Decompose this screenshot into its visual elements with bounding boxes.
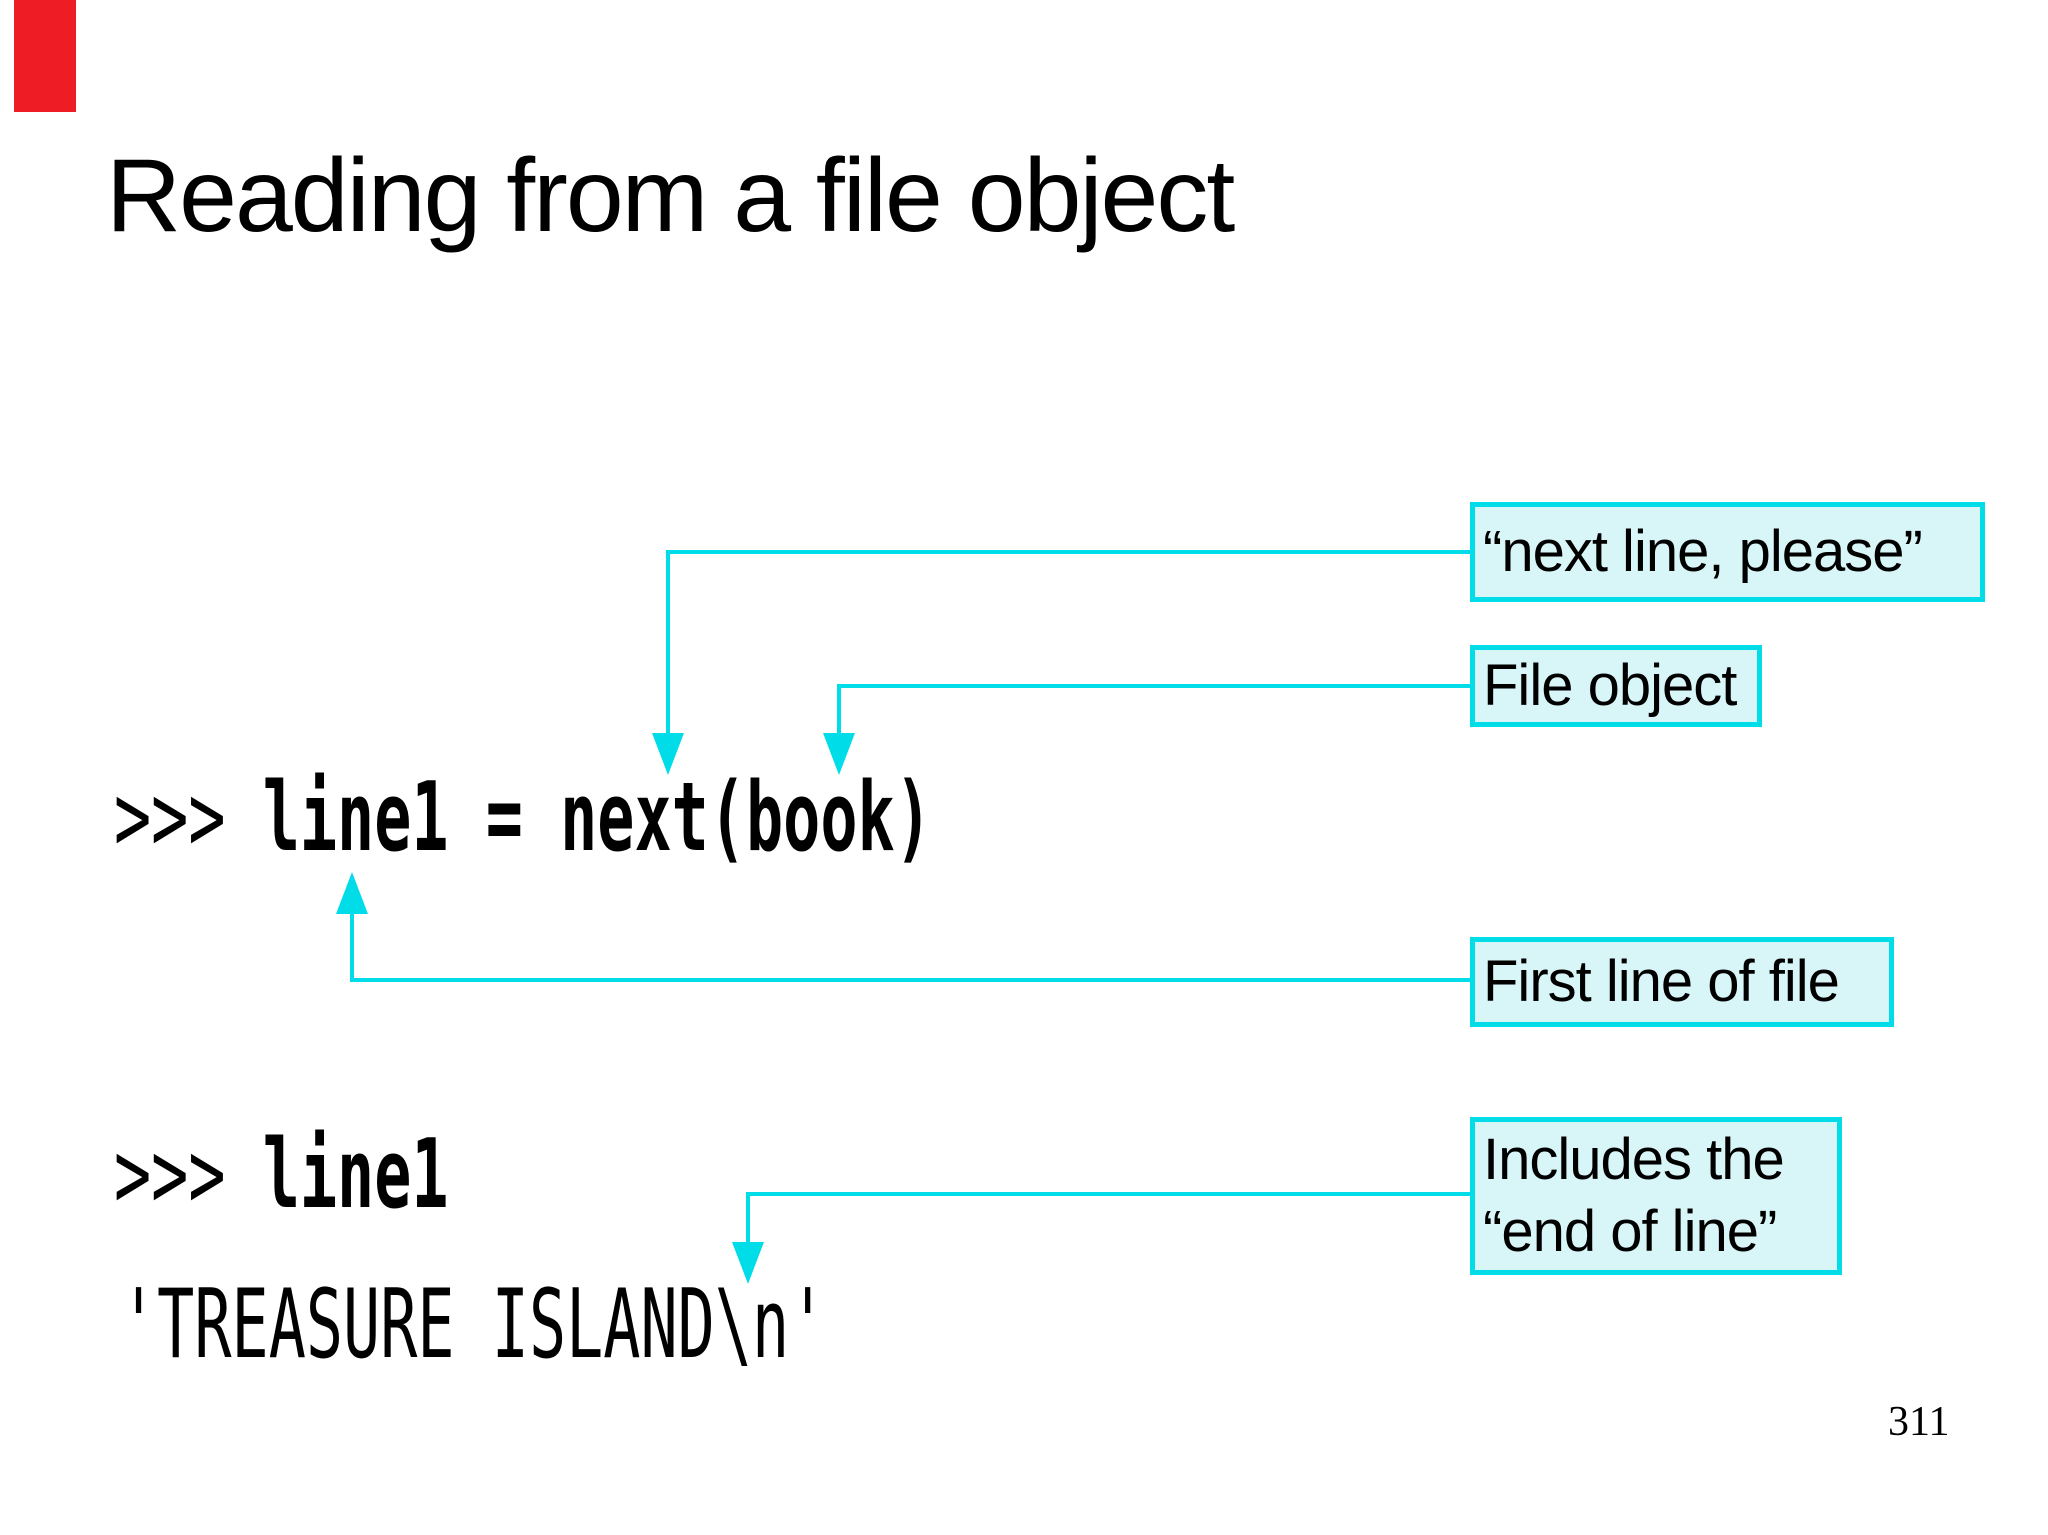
connector-line (666, 550, 1470, 554)
arrowhead-up-icon (336, 872, 368, 914)
arrowhead-down-icon (732, 1242, 764, 1284)
code-line-line1: >>> line1 (114, 1128, 449, 1223)
python-prompt: >>> (114, 1120, 263, 1230)
connector-line (746, 1192, 1470, 1196)
code-command: line1 (262, 1120, 449, 1230)
callout-includes-end-of-line: Includes the “end of line” (1470, 1117, 1842, 1275)
connector-line (837, 684, 841, 733)
callout-text-line: “end of line” (1483, 1199, 1777, 1264)
arrowhead-down-icon (823, 733, 855, 775)
connector-line (666, 550, 670, 733)
callout-first-line-of-file: First line of file (1470, 937, 1894, 1027)
arrowhead-down-icon (652, 733, 684, 775)
slide-title: Reading from a file object (106, 138, 1235, 254)
callout-text-line: Includes the (1483, 1127, 1785, 1192)
connector-line (350, 912, 354, 982)
red-marker (14, 0, 76, 112)
python-prompt: >>> (114, 763, 263, 873)
page-number: 311 (1888, 1399, 1950, 1445)
code-line-next-book: >>> line1 = next(book) (114, 771, 932, 866)
code-command: line1 = next(book) (262, 763, 932, 873)
callout-file-object: File object (1470, 645, 1762, 727)
connector-line (746, 1192, 750, 1242)
callout-next-line-please: “next line, please” (1470, 502, 1985, 602)
code-output-string: 'TREASURE ISLAND\n' (120, 1270, 827, 1380)
connector-line (837, 684, 1470, 688)
connector-line (350, 978, 1470, 982)
